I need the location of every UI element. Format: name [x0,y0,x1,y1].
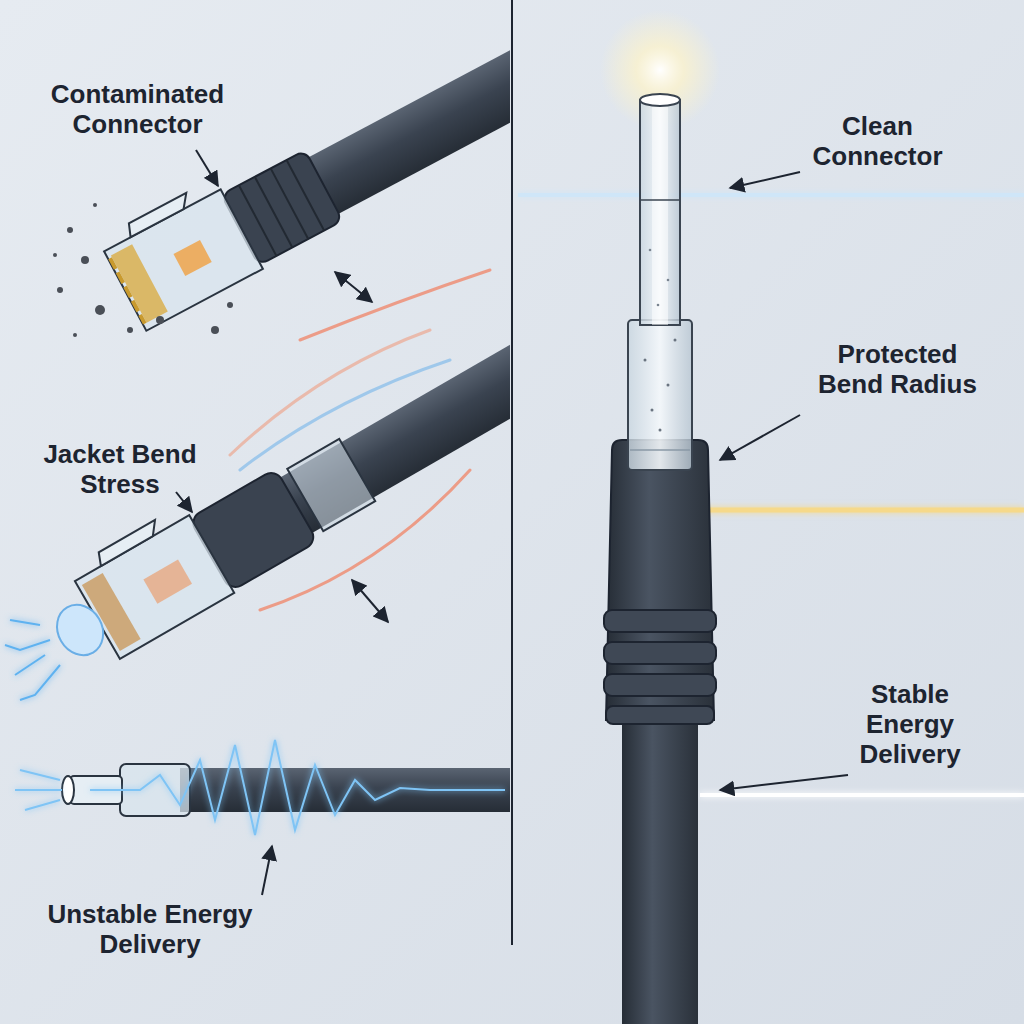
sparks [5,620,60,700]
callout-label: Clean Connector [790,112,965,172]
stressed-connector-part [94,520,161,566]
clean-connector-assembly-part [640,100,680,325]
dust-particles-part [211,326,219,334]
leader-arrows-part [176,492,192,512]
clean-connector-assembly-part-part [604,674,716,696]
clean-connector-assembly-part [630,449,690,451]
sparks-part [10,620,40,625]
leader-arrows-part [262,846,272,895]
light-rays-part [700,508,1024,513]
clean-connector-assembly-part-part [604,642,716,664]
light-rays-part [700,793,1024,797]
dust-particles-part [81,256,89,264]
sparks-part [15,655,45,675]
clean-connector-assembly-part-part [604,610,716,632]
double-arrows [335,272,388,622]
leader-arrows-part [720,775,848,790]
ferrule-dots [649,249,670,307]
stressed-connector-part [287,439,375,531]
dust-particles-part [227,302,233,308]
contaminated-connector-part [239,160,324,256]
leader-arrows-part [720,415,800,460]
sleeve-dots-part [659,429,662,432]
ferrule-dots-part [657,304,660,307]
contaminated-connector-part-part [271,168,309,239]
double-arrows-part [352,580,388,622]
stressed-connector-part [143,560,192,604]
unstable-connector-part [62,776,74,804]
sparks-part [5,640,50,650]
dust-particles-part [127,327,133,333]
leader-arrows-part [196,150,218,186]
dust-particles-part [53,253,57,257]
clean-connector-assembly-part [640,199,680,201]
clean-connector-assembly-part [622,700,698,1024]
sleeve-dots-part [651,409,654,412]
dust-particles-part [93,203,97,207]
leader-arrows-part [730,172,800,188]
clean-connector-assembly-part [604,610,716,724]
waveform-part [15,770,62,810]
contaminated-connector-part-part [255,177,293,248]
contaminated-connector-part [111,244,168,322]
waveform-part [90,740,505,835]
light-rays-part [518,193,1024,197]
dust-particles-part [95,305,105,315]
sparks-part [20,665,60,700]
stressed-connector-part [272,292,510,537]
clean-connector-assembly-part [652,100,668,325]
callout-label: Protected Bend Radius [805,340,990,400]
sleeve-dots-part [667,384,670,387]
dust-particles-part [156,316,164,324]
dust-particles-part [67,227,73,233]
callout-label: Jacket Bend Stress [30,440,210,500]
light-rays [518,195,1024,795]
contaminated-connector [98,0,510,331]
clean-connector-assembly [600,0,720,1024]
clean-connector-assembly-part [628,320,692,470]
contaminated-connector-part [173,240,211,276]
callout-label: Stable Energy Delivery [840,680,980,770]
sleeve-dots-part [644,359,647,362]
contaminated-connector-part [304,9,510,216]
leader-arrows [176,150,848,895]
sleeve-dots-part [674,339,677,342]
sleeve-dots [644,339,677,432]
stressed-connector-part [48,596,112,663]
callout-label: Unstable Energy Delivery [25,900,275,960]
contaminated-connector-part [124,193,192,237]
divider-line [511,0,513,945]
contaminated-connector-part [104,189,263,330]
dust-particles-part [73,333,77,337]
dust-particles-part [57,287,63,293]
clean-connector-assembly-part [659,0,662,100]
faulty-connectors [5,0,510,835]
dust-particles [53,203,233,337]
clean-connector-assembly-part [640,94,680,106]
clean-connector-assembly-part-part [606,706,714,724]
ferrule-dots-part [649,249,652,252]
ferrule-dots-part [667,279,670,282]
double-arrows-part [335,272,372,302]
stress-arcs-part [300,270,490,340]
waveform [15,740,505,835]
callout-label: Contaminated Connector [30,80,245,140]
contaminated-connector-part-part [287,160,325,231]
